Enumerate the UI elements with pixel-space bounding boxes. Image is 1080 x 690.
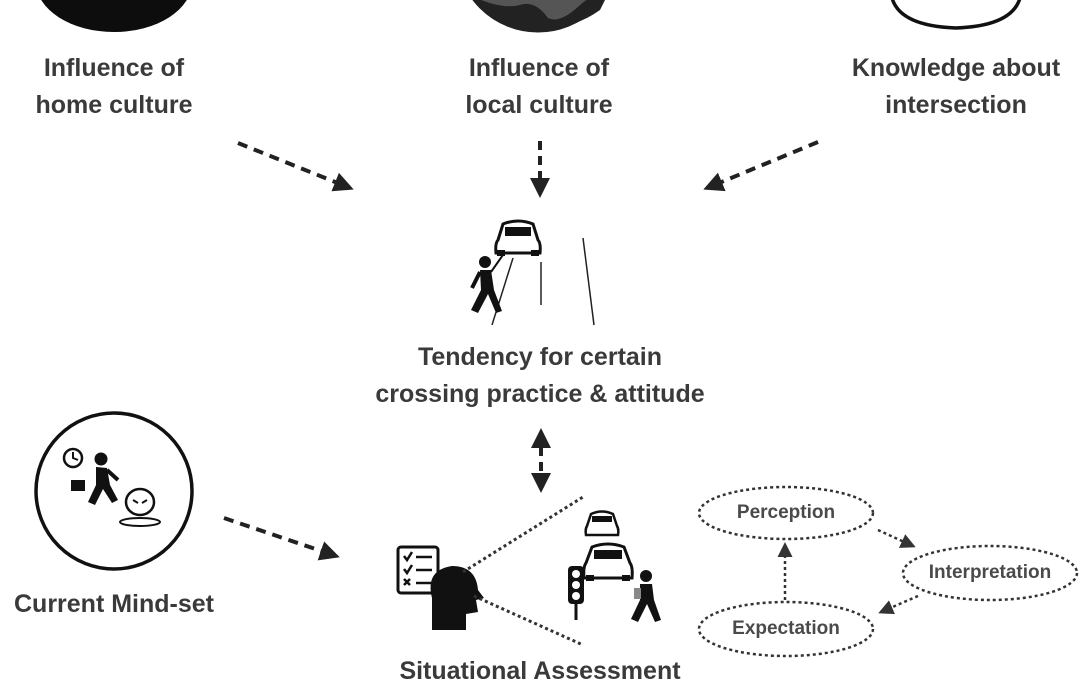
crossing-tendency-line2: crossing practice & attitude xyxy=(375,380,705,408)
home-culture-icon xyxy=(41,0,187,32)
local-culture-label: Influence of local culture xyxy=(434,50,644,124)
arrow-perception-to-interpretation xyxy=(877,528,916,548)
pedestrian-road-icon xyxy=(470,219,595,326)
crossing-tendency-line1: Tendency for certain xyxy=(417,343,663,371)
crossing-tendency-label: Tendency for certain crossing practice &… xyxy=(340,339,740,413)
arrow-knowledge-to-tendency xyxy=(703,140,819,192)
home-culture-label: Influence of home culture xyxy=(10,50,218,124)
intersection-knowledge-icon xyxy=(890,0,1022,30)
home-culture-line2: home culture xyxy=(35,91,193,119)
situational-assessment-label: Situational Assessment xyxy=(380,653,700,690)
diagram-canvas xyxy=(34,0,1079,658)
mind-set-text: Current Mind-set xyxy=(14,590,214,618)
home-culture-line1: Influence of xyxy=(43,54,185,82)
expectation-label: Expectation xyxy=(732,618,840,639)
perception-label: Perception xyxy=(736,502,836,523)
view-lines xyxy=(462,495,584,647)
local-culture-line1: Influence of xyxy=(468,54,610,82)
hurried-pedestrian-icon xyxy=(34,411,194,571)
arrow-home-to-tendency xyxy=(237,141,354,192)
intersection-knowledge-line1: Knowledge about xyxy=(851,54,1061,82)
local-culture-globe-icon xyxy=(472,0,605,33)
intersection-knowledge-label: Knowledge about intersection xyxy=(836,50,1076,124)
expectation-oval xyxy=(697,600,875,658)
traffic-scene-icon xyxy=(568,510,661,622)
arrow-interpretation-to-expectation xyxy=(878,594,919,615)
situational-assessment-text: Situational Assessment xyxy=(399,657,681,685)
interpretation-oval xyxy=(901,544,1079,602)
head-checklist-icon xyxy=(396,545,484,630)
perception-oval xyxy=(697,485,875,541)
intersection-knowledge-line2: intersection xyxy=(885,91,1027,119)
local-culture-line2: local culture xyxy=(465,91,613,119)
interpretation-label: Interpretation xyxy=(928,562,1052,583)
mind-set-label: Current Mind-set xyxy=(0,586,228,623)
arrow-mindset-to-situational xyxy=(223,516,340,561)
